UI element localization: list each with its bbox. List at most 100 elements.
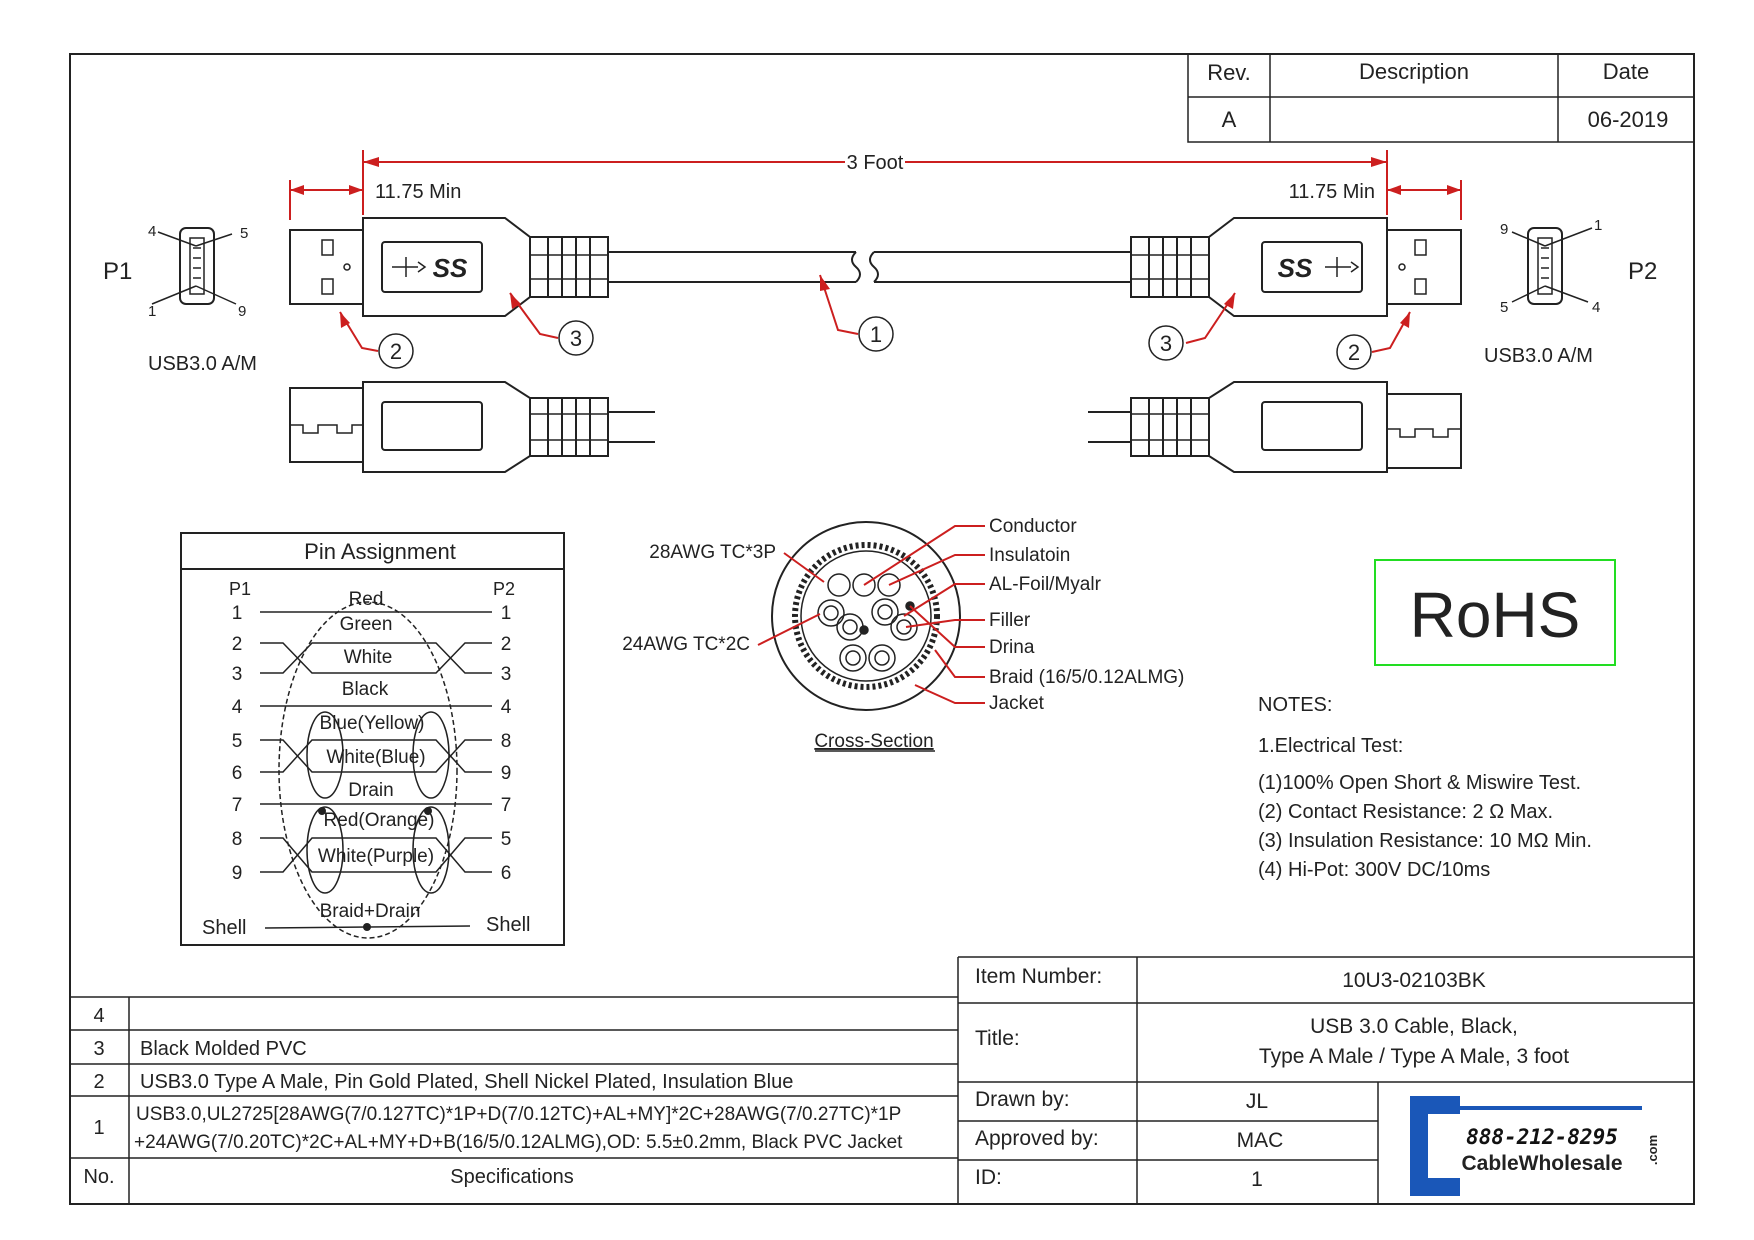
spec-row-1-line2: +24AWG(7/0.20TC)*2C+AL+MY+D+B(16/5/0.12A…: [134, 1132, 903, 1153]
logo-brand: CableWholesale: [1461, 1152, 1622, 1175]
pin-left-number: 6: [232, 763, 243, 784]
cross-section-leader: [903, 583, 985, 617]
callout-3-left: [558, 320, 594, 356]
cable-top-view: SS SS: [289, 217, 1462, 317]
pin-p1-header: P1: [229, 579, 251, 599]
callouts: 2 3 1 3 2: [339, 274, 1411, 370]
label-28awg: 28AWG TC*3P: [649, 542, 776, 563]
pin-wire: [260, 837, 492, 873]
p2-label: P2: [1628, 258, 1657, 285]
spec-row-1-no: 1: [93, 1117, 104, 1139]
p1-connector-face: P1 4 5 1 9 USB3.0 A/M: [103, 223, 257, 375]
conductor-bundles: [817, 573, 918, 672]
pin-right-number: 9: [501, 763, 512, 784]
pin-left-number: 5: [232, 731, 243, 752]
drawn-by-value: JL: [1246, 1090, 1268, 1113]
cross-section-label: Braid (16/5/0.12ALMG): [989, 667, 1184, 688]
cross-section-label: Insulatoin: [989, 545, 1070, 566]
cross-section-label: Filler: [989, 610, 1031, 631]
p2-connector-face: P2 9 1 5 4 USB3.0 A/M: [1484, 217, 1657, 367]
title-block: Item Number: 10U3-02103BK Title: USB 3.0…: [957, 956, 1694, 1204]
title-line2: Type A Male / Type A Male, 3 foot: [1259, 1045, 1569, 1068]
approved-by-value: MAC: [1237, 1129, 1284, 1152]
note-3: (2) Contact Resistance: 2 Ω Max.: [1258, 801, 1553, 823]
pin-assignment-title: Pin Assignment: [304, 539, 456, 564]
spec-row-3-no: 3: [93, 1038, 104, 1060]
cablewholesale-logo: 888-212-8295 CableWholesale .com: [1410, 1096, 1660, 1196]
pin-wire: [260, 642, 492, 674]
logo-suffix: .com: [1645, 1135, 1660, 1165]
rev-header: Rev.: [1207, 60, 1251, 85]
rohs-mark: RoHS: [1374, 559, 1616, 666]
left-ss-logo: SS: [433, 253, 468, 283]
spec-row-2-no: 2: [93, 1071, 104, 1093]
callout-3-right: [1148, 325, 1184, 361]
callout-3-left-text: 3: [570, 326, 582, 351]
pin-p2-header: P2: [493, 579, 515, 599]
p1-pin-tl: 4: [148, 223, 156, 240]
logo-mark: [1410, 1096, 1460, 1196]
p2-pin-bl: 5: [1500, 299, 1508, 316]
dimension-lines: 3 Foot 11.75 Min 11.75 Min: [289, 150, 1462, 220]
spec-row-3-text: Black Molded PVC: [140, 1038, 307, 1060]
wire-color-label: Green: [340, 614, 393, 635]
drain-junction-left: [318, 807, 326, 815]
description-header: Description: [1359, 59, 1469, 84]
shell-left-label: Shell: [202, 917, 246, 939]
pin-right-number: 3: [501, 664, 512, 685]
item-number-value: 10U3-02103BK: [1342, 969, 1486, 992]
notes-title: NOTES:: [1258, 694, 1332, 716]
spec-row-2-text: USB3.0 Type A Male, Pin Gold Plated, She…: [140, 1071, 793, 1093]
shell-wire-label: Braid+Drain: [320, 901, 421, 922]
callout-3-right-text: 3: [1160, 331, 1172, 356]
cross-section-caption: Cross-Section: [814, 731, 933, 752]
spec-row-1-line1: USB3.0,UL2725[28AWG(7/0.127TC)*1P+D(7/0.…: [136, 1104, 901, 1125]
approved-by-label: Approved by:: [975, 1127, 1099, 1150]
callout-2-left-text: 2: [390, 339, 402, 364]
right-usb-icon: [1325, 257, 1360, 277]
overall-length-label: 3 Foot: [847, 152, 904, 174]
pair-oval-2-right: [412, 806, 450, 894]
drawing-frame: [69, 53, 1695, 1205]
date-value: 06-2019: [1588, 107, 1669, 132]
pin-right-number: 4: [501, 697, 512, 718]
p1-pin-tr: 5: [240, 225, 248, 242]
callout-2-right-text: 2: [1348, 340, 1360, 365]
pin-left-number: 9: [232, 863, 243, 884]
wire-color-label: Black: [342, 679, 389, 700]
rohs-text: RoHS: [1410, 579, 1581, 651]
callout-2-left: [378, 333, 414, 369]
pin-left-number: 2: [232, 634, 243, 655]
cross-section-label: AL-Foil/Myalr: [989, 574, 1102, 595]
notes: NOTES: 1.Electrical Test: (1)100% Open S…: [1258, 694, 1592, 881]
right-min-label: 11.75 Min: [1289, 181, 1375, 203]
pin-right-number: 1: [501, 603, 512, 624]
pin-left-number: 8: [232, 829, 243, 850]
p2-pin-br: 4: [1592, 299, 1600, 316]
cross-section-leader: [905, 619, 985, 628]
spec-row-4-no: 4: [93, 1005, 104, 1027]
note-2: (1)100% Open Short & Miswire Test.: [1258, 772, 1581, 794]
p2-pin-tl: 9: [1500, 221, 1508, 238]
callout-1: [858, 316, 894, 352]
logo-phone: 888-212-8295: [1466, 1125, 1618, 1149]
cable-side-view: [289, 381, 1462, 473]
left-usb-icon: [392, 257, 427, 277]
p2-pin-tr: 1: [1594, 217, 1602, 234]
pair-oval-1-right: [412, 711, 450, 799]
rev-value: A: [1222, 107, 1237, 132]
note-5: (4) Hi-Pot: 300V DC/10ms: [1258, 859, 1490, 881]
p1-label: P1: [103, 258, 132, 285]
item-number-label: Item Number:: [975, 965, 1102, 988]
p1-type: USB3.0 A/M: [148, 353, 257, 375]
cross-section: Cross-Section 28AWG TC*3P 24AWG TC*2C Co…: [622, 516, 1184, 752]
p2-type: USB3.0 A/M: [1484, 345, 1593, 367]
cross-section-leader: [863, 525, 985, 586]
wire-color-label: White(Purple): [318, 846, 434, 867]
cross-section-label: Drina: [989, 637, 1035, 658]
cross-section-right-labels: ConductorInsulatoinAL-Foil/MyalrFillerDr…: [863, 516, 1184, 714]
pin-right-number: 5: [501, 829, 512, 850]
